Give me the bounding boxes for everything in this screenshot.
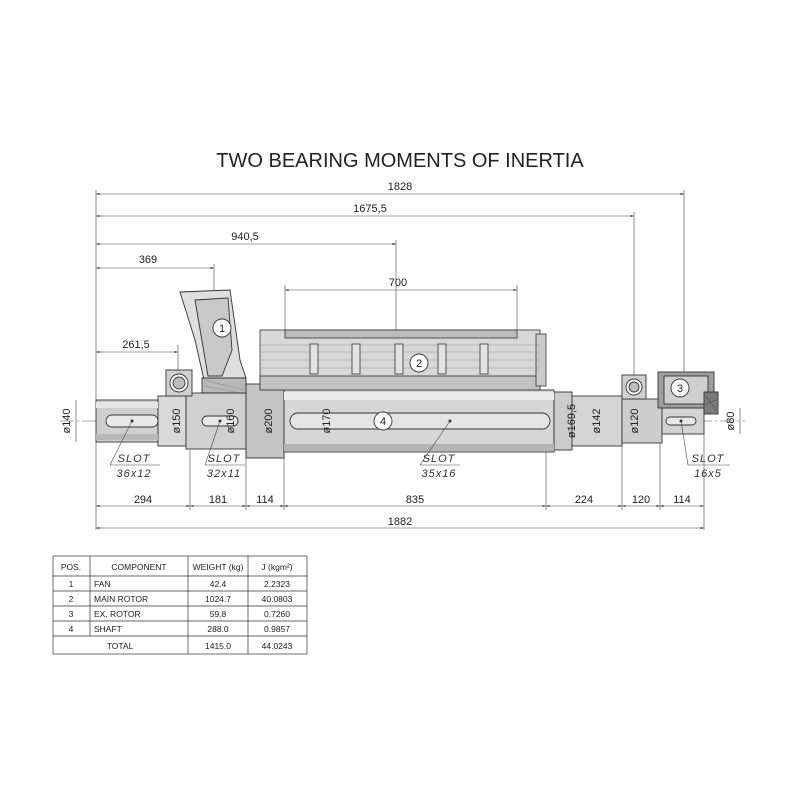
svg-text:288.0: 288.0 [207, 624, 229, 634]
dia-160: ø160 [225, 408, 237, 433]
svg-text:1: 1 [219, 323, 225, 335]
slot-4-size: 16x5 [694, 468, 722, 480]
dim-700: 700 [389, 277, 407, 289]
dia-142: ø142 [591, 408, 603, 433]
dim-114b: 114 [673, 494, 691, 506]
top-dimensions [95, 190, 685, 405]
fan [179, 289, 247, 394]
inertia-table [52, 555, 308, 655]
balloon-2: 2 [409, 353, 429, 373]
table-row: 1 FAN 42.4 2.2323 [69, 579, 291, 589]
th-component: COMPONENT [111, 562, 166, 572]
slot-3-size: 35x16 [422, 468, 457, 480]
slot-2-label: SLOT [208, 453, 241, 465]
table-total-row: TOTAL 1415.0 44.0243 [107, 641, 293, 651]
dia-140: ø140 [61, 408, 73, 433]
svg-text:TOTAL: TOTAL [107, 641, 134, 651]
svg-text:4: 4 [380, 416, 386, 428]
svg-text:59.8: 59.8 [210, 609, 227, 619]
th-pos: POS. [61, 562, 81, 572]
table-row: 3 EX. ROTOR 59.8 0.7260 [69, 609, 291, 619]
svg-text:1415.0: 1415.0 [205, 641, 231, 651]
diameter-labels: ø140 ø150 ø160 ø200 ø170 ø169,5 ø142 ø12… [61, 404, 737, 438]
dim-369: 369 [139, 254, 157, 266]
dim-294: 294 [134, 494, 152, 506]
svg-text:1024.7: 1024.7 [205, 594, 231, 604]
dia-200: ø200 [263, 408, 275, 433]
balloon-3: 3 [670, 378, 690, 398]
svg-text:MAIN ROTOR: MAIN ROTOR [94, 594, 148, 604]
slot-2-size: 32x11 [207, 468, 241, 480]
slot-1-size: 36x12 [117, 468, 152, 480]
dia-120: ø120 [629, 408, 641, 433]
svg-text:1: 1 [69, 579, 74, 589]
th-weight: WEIGHT (kg) [193, 562, 244, 572]
svg-text:FAN: FAN [94, 579, 111, 589]
slot-leaders [109, 420, 730, 466]
dim-181: 181 [209, 494, 227, 506]
dim-1882: 1882 [388, 516, 412, 528]
dim-1675: 1675,5 [353, 203, 387, 215]
left-bearing [165, 369, 193, 397]
svg-text:2: 2 [69, 594, 74, 604]
table-row: 2 MAIN ROTOR 1024.7 40.0803 [69, 594, 293, 604]
dia-150: ø150 [171, 408, 183, 433]
right-bearing [621, 374, 647, 400]
balloon-1: 1 [212, 318, 232, 338]
svg-text:SHAFT: SHAFT [94, 624, 122, 634]
dim-261: 261,5 [122, 339, 150, 351]
main-rotor [259, 329, 547, 391]
svg-text:4: 4 [69, 624, 74, 634]
table-header: POS. COMPONENT WEIGHT (kg) J (kgm²) [61, 562, 293, 572]
svg-text:0.9857: 0.9857 [264, 624, 290, 634]
balloon-4: 4 [373, 411, 393, 431]
svg-text:44.0243: 44.0243 [262, 641, 293, 651]
svg-text:42.4: 42.4 [210, 579, 227, 589]
dim-224: 224 [575, 494, 593, 506]
bottom-dimensions [95, 434, 705, 530]
dia-169: ø169,5 [566, 404, 578, 438]
slot-1-label: SLOT [118, 453, 151, 465]
table-row: 4 SHAFT 288.0 0.9857 [69, 624, 291, 634]
svg-text:EX. ROTOR: EX. ROTOR [94, 609, 141, 619]
dia-80: ø80 [725, 412, 737, 431]
svg-text:3: 3 [677, 383, 683, 395]
dia-170: ø170 [321, 408, 333, 433]
slot-4-label: SLOT [692, 453, 725, 465]
svg-text:2: 2 [416, 358, 422, 370]
svg-text:3: 3 [69, 609, 74, 619]
svg-text:40.0803: 40.0803 [262, 594, 293, 604]
th-j: J (kgm²) [261, 562, 292, 572]
svg-text:2.2323: 2.2323 [264, 579, 290, 589]
dim-114a: 114 [256, 494, 274, 506]
svg-text:0.7260: 0.7260 [264, 609, 290, 619]
slot-3-label: SLOT [423, 453, 456, 465]
dim-1828: 1828 [388, 181, 412, 193]
dim-835: 835 [406, 494, 424, 506]
drawing-title: TWO BEARING MOMENTS OF INERTIA [216, 150, 584, 172]
dim-120: 120 [632, 494, 650, 506]
dim-940: 940,5 [231, 231, 259, 243]
